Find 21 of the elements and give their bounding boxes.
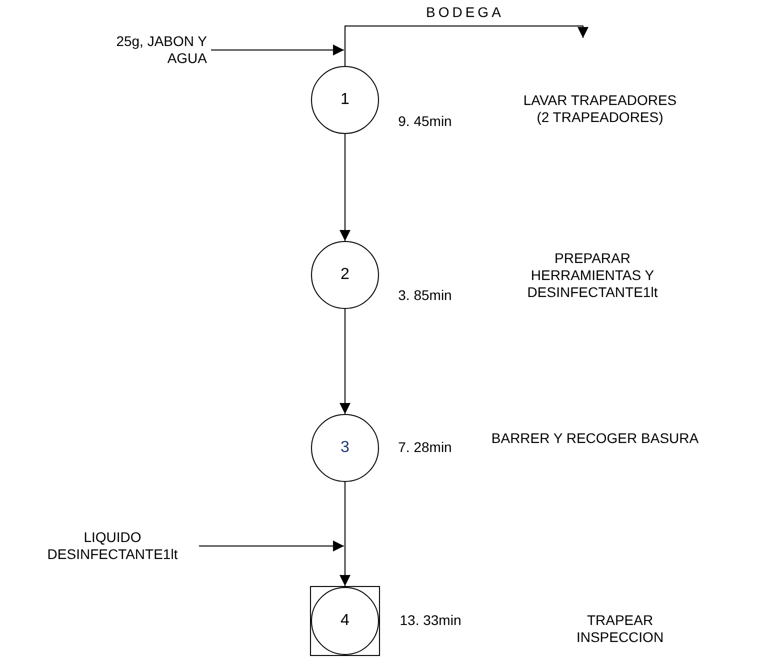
activity-label: BARRER Y RECOGER BASURA xyxy=(490,430,700,447)
activity-label: PREPARAR HERRAMIENTAS Y DESINFECTANTE1lt xyxy=(526,250,659,301)
step-number: 2 xyxy=(340,266,350,284)
input-label: 25g, JABON Y AGUA xyxy=(115,33,207,67)
arrow xyxy=(340,134,350,242)
step-number: 4 xyxy=(340,612,350,630)
arrow xyxy=(340,482,350,586)
duration-label: 9. 45min xyxy=(397,113,453,130)
step-number: 3 xyxy=(340,439,350,457)
arrow xyxy=(198,540,344,552)
operation-inspection-symbol xyxy=(310,586,380,656)
duration-label: 13. 33min xyxy=(398,612,462,629)
step-number: 1 xyxy=(340,91,350,109)
arrow xyxy=(344,26,588,66)
arrow xyxy=(340,308,350,414)
activity-label: TRAPEAR INSPECCION xyxy=(575,612,665,646)
arrow xyxy=(210,44,344,56)
input-label: LIQUIDO DESINFECTANTE1lt xyxy=(46,529,179,563)
duration-label: 7. 28min xyxy=(397,439,453,456)
duration-label: 3. 85min xyxy=(397,287,453,304)
activity-label: LAVAR TRAPEADORES (2 TRAPEADORES) xyxy=(522,92,678,126)
